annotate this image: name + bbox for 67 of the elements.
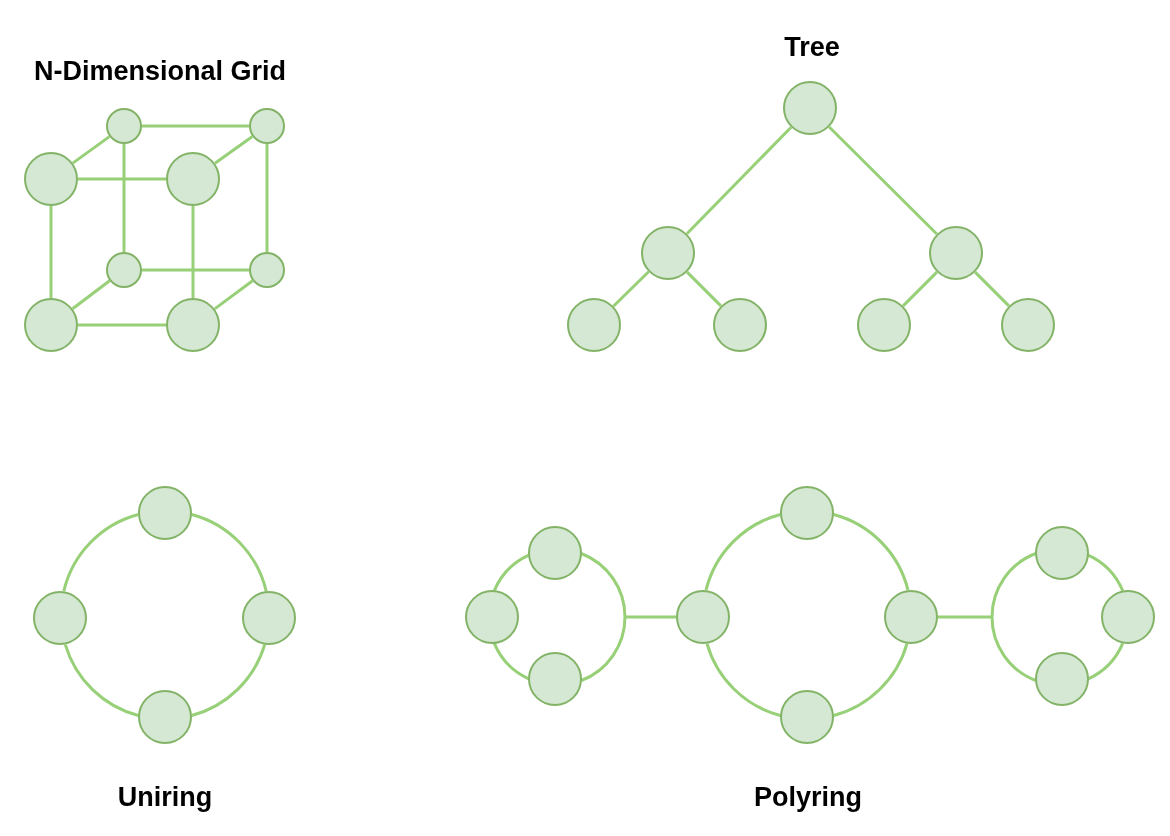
node-circle — [929, 226, 983, 280]
node-circle — [528, 526, 582, 580]
connector-line — [71, 135, 111, 165]
ring-arc — [63, 644, 139, 717]
connector-line — [214, 135, 254, 165]
ring-arc — [833, 643, 909, 717]
connector-line — [122, 144, 126, 252]
topology-title: N-Dimensional Grid — [34, 56, 286, 87]
node-circle — [780, 486, 834, 540]
ring-arc — [704, 513, 781, 591]
connector-line — [78, 177, 166, 181]
connector-line — [265, 144, 269, 252]
topology-title: Tree — [784, 32, 840, 63]
node-circle — [1035, 526, 1089, 580]
node-circle — [24, 152, 78, 206]
node-circle — [138, 486, 192, 540]
connector-line — [142, 268, 249, 272]
node-circle — [24, 298, 78, 352]
node-circle — [249, 252, 285, 288]
connector-line — [902, 271, 938, 307]
ring-arc — [492, 642, 530, 681]
ring-arc — [62, 513, 139, 592]
node-circle — [249, 108, 285, 144]
node-circle — [166, 298, 220, 352]
topology-title: Uniring — [117, 782, 213, 813]
node-circle — [242, 591, 296, 645]
node-circle — [106, 108, 142, 144]
ring-arc — [1087, 642, 1125, 681]
connector-line — [78, 323, 166, 327]
node-circle — [528, 652, 582, 706]
node-circle — [1101, 590, 1155, 644]
node-circle — [713, 298, 767, 352]
node-circle — [465, 590, 519, 644]
connector-line — [612, 270, 650, 308]
node-circle — [884, 590, 938, 644]
node-circle — [676, 590, 730, 644]
ring-arc — [191, 513, 268, 592]
connector-line — [974, 271, 1010, 307]
node-circle — [33, 591, 87, 645]
connector-line — [685, 126, 793, 235]
connector-line — [938, 615, 993, 619]
topology-title: Polyring — [754, 782, 862, 813]
node-circle — [1035, 652, 1089, 706]
node-circle — [641, 226, 695, 280]
connector-line — [686, 271, 722, 307]
ring-arc — [833, 513, 910, 591]
ring-arc — [1087, 553, 1125, 592]
node-circle — [106, 252, 142, 288]
connector-line — [142, 124, 249, 128]
node-circle — [567, 298, 621, 352]
ring-arc — [990, 552, 1037, 682]
ring-arc — [705, 643, 781, 717]
connector-line — [828, 125, 938, 236]
node-circle — [857, 298, 911, 352]
node-circle — [166, 152, 220, 206]
ring-arc — [580, 552, 627, 682]
node-circle — [780, 690, 834, 744]
node-circle — [783, 81, 837, 135]
node-circle — [1001, 298, 1055, 352]
connector-line — [71, 279, 111, 310]
connector-line — [49, 206, 53, 298]
node-circle — [138, 690, 192, 744]
connector-line — [625, 615, 676, 619]
connector-line — [191, 206, 195, 298]
ring-arc — [191, 644, 267, 717]
connector-line — [213, 279, 254, 311]
ring-arc — [492, 553, 530, 592]
